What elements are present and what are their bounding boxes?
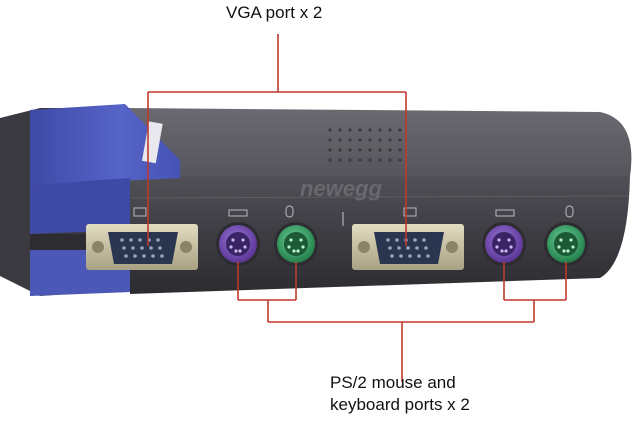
vga-port-right [352,224,464,270]
ps2-keyboard-port-left [216,222,260,266]
mouse-icon [285,205,294,218]
side-brand-label [142,121,163,164]
vga-callout-lines [147,34,407,246]
newegg-watermark: newegg [300,176,382,201]
ps2-mouse-port-left [274,222,318,266]
keyboard-icon [228,209,248,217]
ps2-label-line-1: PS/2 mouse and [330,373,456,392]
front-panel-edge [131,195,629,199]
ps2-callout-lines [237,262,567,382]
ps2-port-label: PS/2 mouse and keyboard ports x 2 [330,372,470,416]
blue-top-cap [30,104,180,185]
ps2-label-line-2: keyboard ports x 2 [330,395,470,414]
vga-port-label: VGA port x 2 [226,3,323,22]
ps2-mouse-port-right [544,222,588,266]
mouse-icon [565,205,574,218]
vga-port-left [86,224,198,270]
ps2-keyboard-port-right [482,222,526,266]
monitor-icon [403,207,417,217]
vent-holes [328,128,402,162]
blue-side-panel [30,178,130,234]
keyboard-icon [495,209,515,217]
device-top-surface [120,108,632,176]
monitor-icon [133,207,147,217]
